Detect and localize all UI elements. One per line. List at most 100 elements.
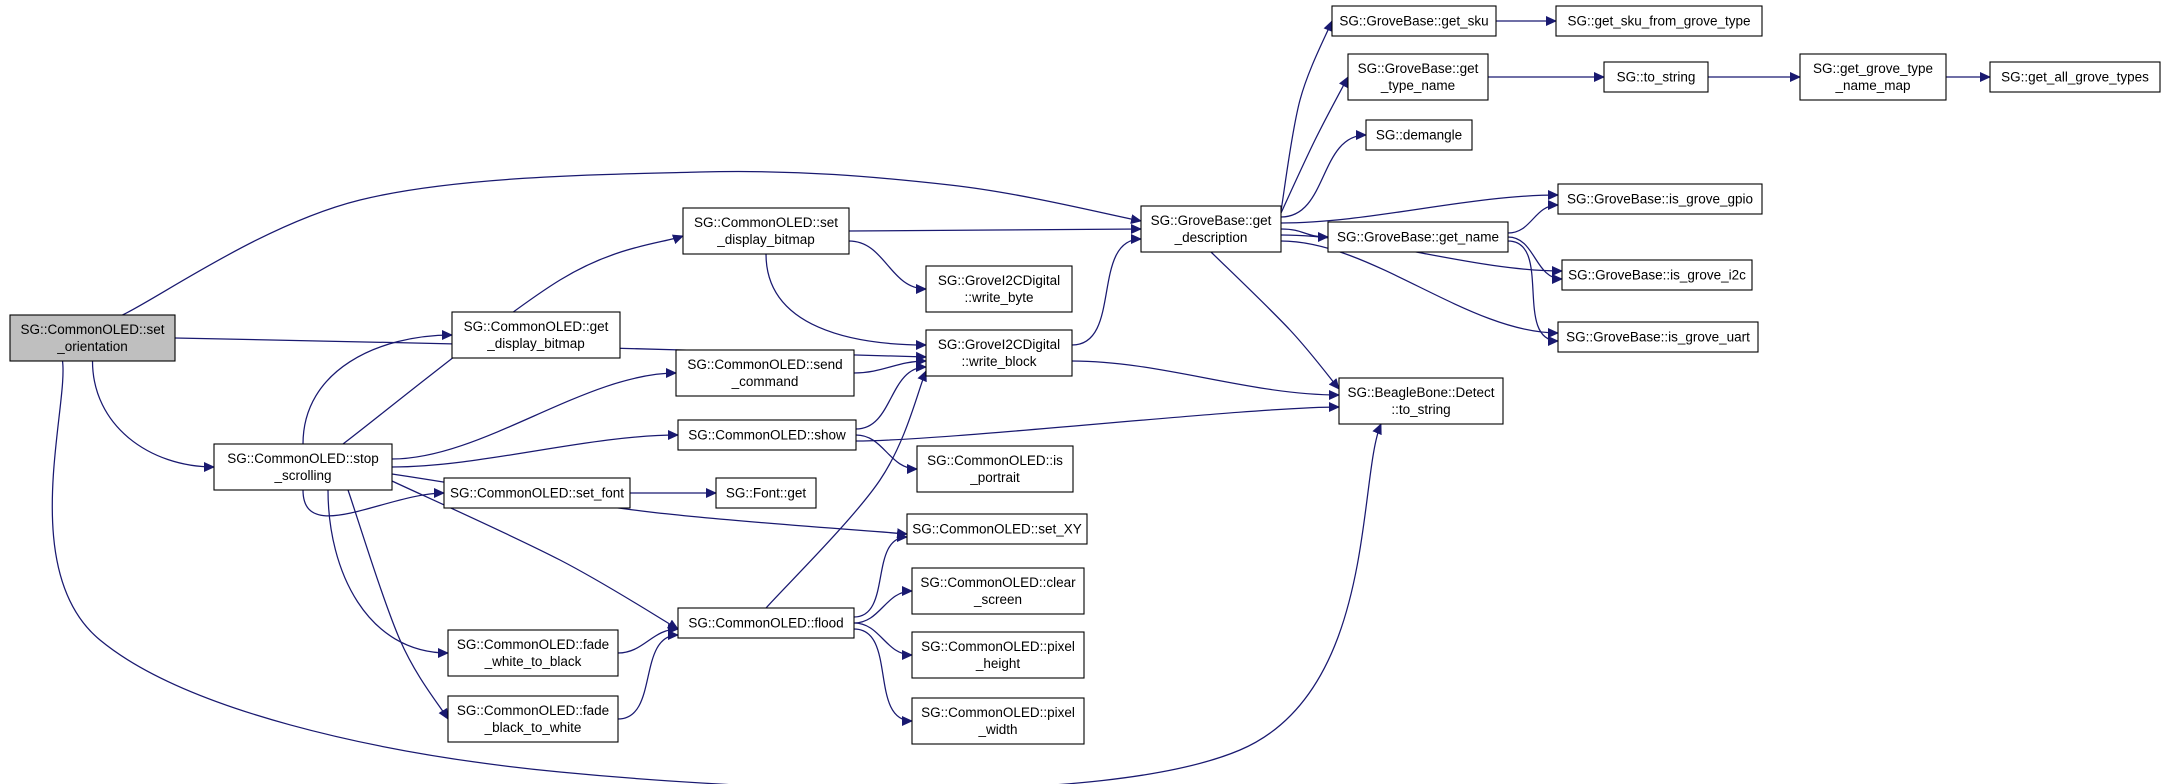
graph-node-get_all_grove_types[interactable]: SG::get_all_grove_types	[1989, 61, 2161, 93]
node-box	[911, 567, 1085, 615]
graph-node-get_display_bitmap[interactable]: SG::CommonOLED::get_display_bitmap	[451, 311, 621, 359]
edge-set_orientation-to-get_description	[122, 170, 1142, 316]
graph-node-pixel_height[interactable]: SG::CommonOLED::pixel_height	[911, 631, 1085, 679]
edge-stop_scrolling-to-get_display_bitmap	[302, 330, 453, 445]
edge-get_description-to-demangle	[1280, 130, 1367, 218]
node-box	[1338, 377, 1504, 425]
nodes-layer: SG::CommonOLED::set_orientationSG::Commo…	[9, 5, 2161, 745]
node-label: _screen	[973, 592, 1022, 607]
graph-node-clear_screen[interactable]: SG::CommonOLED::clear_screen	[911, 567, 1085, 615]
node-box	[906, 513, 1088, 545]
node-box	[911, 631, 1085, 679]
graph-node-send_command[interactable]: SG::CommonOLED::send_command	[675, 349, 855, 397]
graph-node-sg_to_string[interactable]: SG::to_string	[1603, 61, 1709, 93]
node-box	[682, 207, 850, 255]
node-box	[677, 607, 855, 639]
edge-get_description-to-is_grove_uart	[1280, 240, 1559, 338]
node-label: ::to_string	[1391, 402, 1450, 417]
node-label: SG::CommonOLED::flood	[688, 616, 843, 631]
node-label: SG::CommonOLED::set	[694, 215, 838, 230]
graph-node-pixel_width[interactable]: SG::CommonOLED::pixel_width	[911, 697, 1085, 745]
graph-node-fade_white_to_black[interactable]: SG::CommonOLED::fade_white_to_black	[447, 629, 619, 677]
node-box	[1331, 5, 1497, 37]
node-label: SG::get_sku_from_grove_type	[1567, 14, 1750, 29]
graph-node-get_sku[interactable]: SG::GroveBase::get_sku	[1331, 5, 1497, 37]
node-label: _name_map	[1834, 78, 1910, 93]
edge-flood-to-clear_screen	[853, 586, 913, 624]
graph-node-is_grove_i2c[interactable]: SG::GroveBase::is_grove_i2c	[1561, 259, 1753, 291]
node-box	[447, 629, 619, 677]
graph-node-is_portrait[interactable]: SG::CommonOLED::is_portrait	[916, 445, 1074, 493]
node-box	[9, 314, 176, 362]
graph-node-get_type_name[interactable]: SG::GroveBase::get_type_name	[1347, 53, 1489, 101]
node-label: _display_bitmap	[716, 232, 815, 247]
node-box	[1140, 205, 1282, 253]
edge-write_block-to-bb_to_string	[1071, 360, 1340, 400]
edge-show-to-is_portrait	[855, 434, 918, 474]
node-label: _display_bitmap	[486, 336, 585, 351]
node-label: SG::GroveI2CDigital	[938, 337, 1060, 352]
edge-stop_scrolling-to-set_display_bitmap	[342, 234, 684, 445]
edge-flood-to-write_block	[765, 370, 927, 609]
node-label: SG::GroveBase::is_grove_uart	[1566, 330, 1750, 345]
graph-node-get_description[interactable]: SG::GroveBase::get_description	[1140, 205, 1282, 253]
node-label: SG::GroveBase::is_grove_gpio	[1567, 192, 1753, 207]
graph-node-set_display_bitmap[interactable]: SG::CommonOLED::set_display_bitmap	[682, 207, 850, 255]
graph-node-stop_scrolling[interactable]: SG::CommonOLED::stop_scrolling	[213, 443, 393, 491]
graph-node-set_font[interactable]: SG::CommonOLED::set_font	[443, 477, 631, 509]
edge-set_display_bitmap-to-write_byte	[848, 240, 927, 294]
node-box	[1603, 61, 1709, 93]
edge-get_name-to-is_grove_gpio	[1507, 200, 1559, 234]
graph-node-get_name[interactable]: SG::GroveBase::get_name	[1327, 221, 1509, 253]
graph-node-get_sku_from_grove_type[interactable]: SG::get_sku_from_grove_type	[1555, 5, 1763, 37]
graph-node-get_grove_type_name_map[interactable]: SG::get_grove_type_name_map	[1799, 53, 1947, 101]
node-box	[443, 477, 631, 509]
edge-stop_scrolling-to-fade_white_to_black	[327, 489, 449, 658]
node-label: _orientation	[56, 339, 128, 354]
node-label: _description	[1174, 230, 1248, 245]
node-label: SG::CommonOLED::clear	[920, 575, 1076, 590]
node-label: SG::CommonOLED::fade	[457, 703, 609, 718]
edge-flood-to-pixel_width	[853, 628, 913, 726]
node-label: _white_to_black	[484, 654, 582, 669]
node-box	[1327, 221, 1509, 253]
edge-stop_scrolling-to-set_font	[302, 488, 445, 517]
node-box	[447, 695, 619, 743]
graph-node-fade_black_to_white[interactable]: SG::CommonOLED::fade_black_to_white	[447, 695, 619, 743]
graph-node-bb_to_string[interactable]: SG::BeagleBone::Detect::to_string	[1338, 377, 1504, 425]
node-label: SG::to_string	[1617, 70, 1696, 85]
node-box	[1799, 53, 1947, 101]
node-label: SG::CommonOLED::is	[927, 453, 1063, 468]
node-label: _width	[977, 722, 1017, 737]
node-label: SG::GroveI2CDigital	[938, 273, 1060, 288]
edge-get_description-to-bb_to_string	[1210, 251, 1340, 390]
edge-stop_scrolling-to-flood	[391, 480, 679, 630]
node-label: SG::CommonOLED::pixel	[921, 639, 1075, 654]
node-box	[1347, 53, 1489, 101]
node-box	[675, 349, 855, 397]
graph-node-write_block[interactable]: SG::GroveI2CDigital::write_block	[925, 329, 1073, 377]
node-box	[925, 329, 1073, 377]
graph-node-set_xy[interactable]: SG::CommonOLED::set_XY	[906, 513, 1088, 545]
edge-set_display_bitmap-to-get_description	[848, 224, 1142, 235]
graph-node-write_byte[interactable]: SG::GroveI2CDigital::write_byte	[925, 265, 1073, 313]
node-box	[1561, 259, 1753, 291]
node-box	[451, 311, 621, 359]
node-label: _command	[731, 374, 799, 389]
graph-node-set_orientation[interactable]: SG::CommonOLED::set_orientation	[9, 314, 176, 362]
graph-node-flood[interactable]: SG::CommonOLED::flood	[677, 607, 855, 639]
node-label: SG::CommonOLED::pixel	[921, 705, 1075, 720]
node-box	[715, 477, 817, 509]
node-label: SG::get_all_grove_types	[2001, 70, 2149, 85]
edge-set_orientation-to-bb_to_string	[51, 360, 1382, 784]
edge-show-to-bb_to_string	[855, 402, 1340, 442]
node-label: SG::get_grove_type	[1813, 61, 1933, 76]
graph-node-show[interactable]: SG::CommonOLED::show	[677, 419, 857, 451]
graph-node-is_grove_uart[interactable]: SG::GroveBase::is_grove_uart	[1557, 321, 1759, 353]
graph-node-font_get[interactable]: SG::Font::get	[715, 477, 817, 509]
graph-node-demangle[interactable]: SG::demangle	[1365, 119, 1473, 151]
graph-node-is_grove_gpio[interactable]: SG::GroveBase::is_grove_gpio	[1557, 183, 1763, 215]
node-box	[925, 265, 1073, 313]
